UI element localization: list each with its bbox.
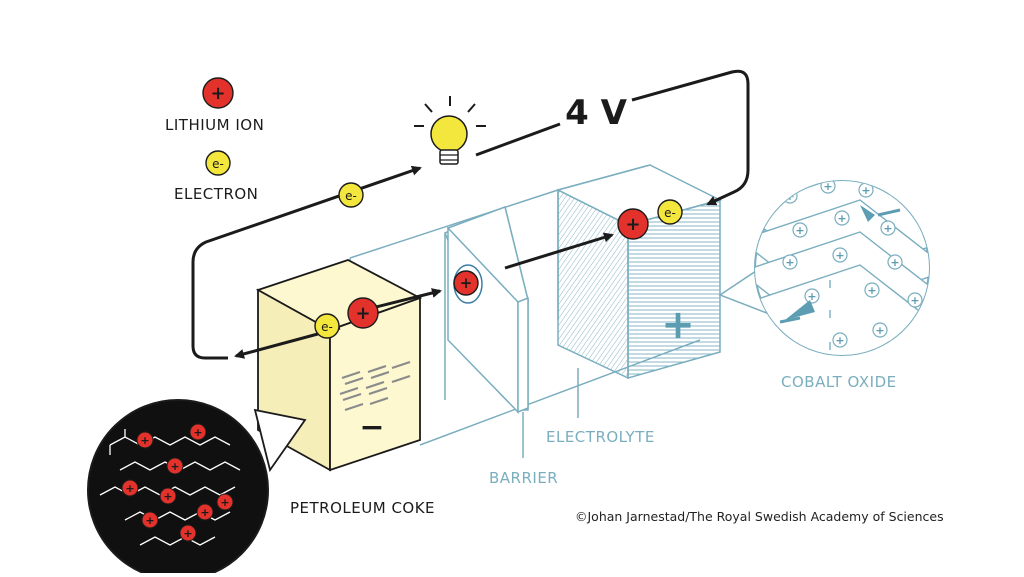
- svg-text:+: +: [355, 303, 370, 324]
- electron-at-cathode: e-: [657, 199, 683, 225]
- svg-text:+: +: [785, 190, 794, 203]
- cathode-block: [555, 164, 723, 380]
- electron-on-wire: e-: [338, 182, 364, 208]
- svg-text:+: +: [823, 180, 832, 193]
- voltage-label: 4 V: [565, 93, 627, 133]
- svg-text:+: +: [837, 212, 846, 225]
- svg-text:+: +: [200, 506, 209, 519]
- cathode-label: COBALT OXIDE: [781, 373, 897, 391]
- ion-arrow-2: [504, 232, 614, 270]
- ion-at-cathode: +: [617, 208, 649, 240]
- svg-text:+: +: [193, 426, 202, 439]
- svg-text:+: +: [910, 294, 919, 307]
- svg-text:+: +: [867, 284, 876, 297]
- svg-text:+: +: [460, 274, 473, 292]
- svg-text:+: +: [890, 256, 899, 269]
- svg-text:+: +: [795, 224, 804, 237]
- anode-label: PETROLEUM COKE: [290, 499, 436, 517]
- circuit-wire-right: [631, 69, 750, 206]
- legend-electron-label: ELECTRON: [174, 185, 259, 203]
- svg-text:+: +: [183, 527, 192, 540]
- lightbulb-icon: [414, 96, 486, 165]
- svg-text:+: +: [210, 83, 225, 104]
- cathode-zoom: + + + + + + + + + + + + + +: [718, 180, 930, 356]
- ion-arrow-1: [371, 288, 442, 310]
- svg-text:+: +: [163, 490, 172, 503]
- svg-text:+: +: [625, 214, 640, 235]
- circuit-wire: [191, 165, 422, 360]
- svg-text:+: +: [875, 324, 884, 337]
- svg-text:+: +: [170, 460, 179, 473]
- svg-text:+: +: [835, 334, 844, 347]
- svg-text:e-: e-: [664, 206, 676, 220]
- svg-text:+: +: [861, 184, 870, 197]
- svg-text:+: +: [125, 482, 134, 495]
- svg-text:+: +: [220, 496, 229, 509]
- graphite-texture: [339, 360, 411, 412]
- svg-text:+: +: [140, 434, 149, 447]
- electrolyte-label: ELECTROLYTE: [546, 428, 655, 446]
- legend-ion-label: LITHIUM ION: [165, 116, 265, 134]
- svg-text:+: +: [835, 249, 844, 262]
- anode-zoom: + + + + + + + + +: [87, 399, 307, 577]
- ion-at-anode: +: [347, 297, 379, 329]
- barrier-slab: [444, 205, 529, 414]
- anode-negative-sign: −: [359, 410, 384, 445]
- electron-at-anode: e-: [314, 313, 340, 339]
- svg-text:e-: e-: [345, 189, 357, 203]
- svg-text:+: +: [807, 290, 816, 303]
- barrier-label: BARRIER: [489, 469, 559, 487]
- svg-text:+: +: [785, 256, 794, 269]
- image-credit: ©Johan Jarnestad/The Royal Swedish Acade…: [575, 509, 944, 524]
- svg-text:+: +: [883, 222, 892, 235]
- legend-electron-icon: e-: [205, 150, 231, 176]
- svg-text:e-: e-: [212, 157, 224, 171]
- ion-in-barrier: +: [453, 264, 483, 304]
- svg-text:+: +: [145, 514, 154, 527]
- legend-ion-icon: +: [202, 77, 234, 109]
- cathode-positive-sign: +: [661, 302, 695, 348]
- svg-text:e-: e-: [321, 320, 333, 334]
- circuit-wire-top: [475, 122, 561, 157]
